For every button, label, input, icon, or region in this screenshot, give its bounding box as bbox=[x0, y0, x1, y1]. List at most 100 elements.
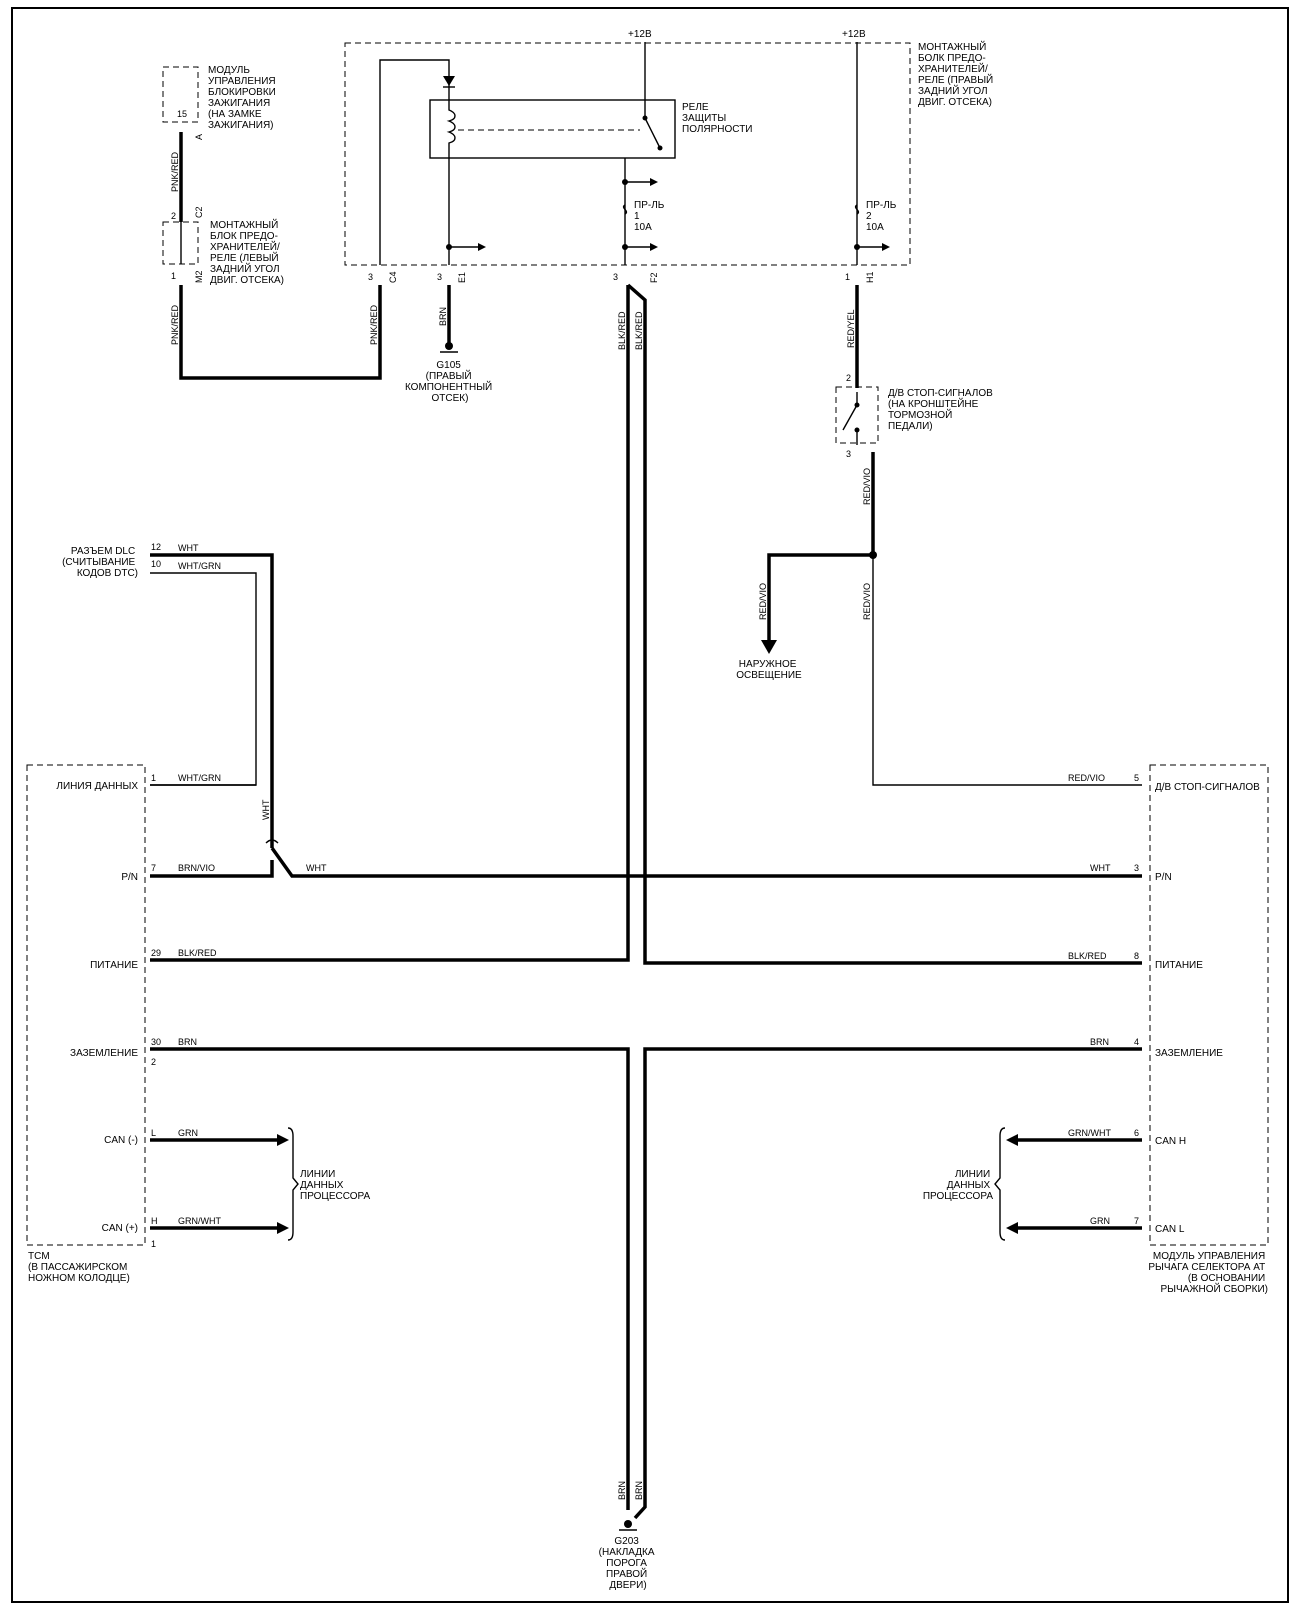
wire-brn-tcm-ground bbox=[150, 1047, 630, 1510]
wire-brn-g203-label-2: BRN bbox=[634, 1481, 644, 1500]
wire-dlc-whtgrn-label: WHT/GRN bbox=[178, 561, 221, 571]
arrow-fuse2 bbox=[882, 243, 890, 251]
g105-label: G105 (ПРАВЫЙ КОМПОНЕНТНЫЙ ОТСЕК) bbox=[405, 360, 495, 404]
plus12-left-label: +12В bbox=[628, 29, 652, 40]
proc-left-label: ЛИНИИ ДАННЫХ ПРОЦЕССОРА bbox=[300, 1169, 370, 1202]
wire-tcm-data-label: WHT/GRN bbox=[178, 773, 221, 783]
wire-pnkred-lower-label: PNK/RED bbox=[170, 304, 180, 345]
proc-left-brace bbox=[287, 1127, 299, 1241]
conn-c4: C4 bbox=[388, 271, 398, 283]
right-fuse-block-box bbox=[344, 42, 911, 266]
wire-can-l-label: GRN bbox=[1090, 1216, 1110, 1226]
wire-redvio-lights-label: RED/VIO bbox=[758, 583, 768, 620]
right-fuse-block-label: МОНТАЖНЫЙ БОЛК ПРЕДО- ХРАНИТЕЛЕЙ/ РЕЛЕ (… bbox=[918, 40, 996, 108]
selector-pin-8: 8 bbox=[1134, 951, 1139, 961]
wire-dlc-whtgrn bbox=[150, 572, 257, 786]
tcm-pin-label-data: ЛИНИЯ ДАННЫХ bbox=[56, 781, 138, 792]
ignition-module-box bbox=[162, 66, 199, 123]
wire-selector-ground-label: BRN bbox=[1090, 1037, 1109, 1047]
brake-switch-contact bbox=[842, 404, 858, 431]
tcm-pin-29: 29 bbox=[151, 948, 161, 958]
brake-switch-pin-top: 2 bbox=[846, 373, 851, 383]
tcm-pin-label-pn: P/N bbox=[121, 872, 138, 883]
wire-blkred-label-1: BLK/RED bbox=[617, 311, 627, 350]
selector-pin-7: 7 bbox=[1134, 1216, 1139, 1226]
selector-pin-label-power: ПИТАНИЕ bbox=[1155, 960, 1203, 971]
g203-label: G203 (НАКЛАДКА ПОРОГА ПРАВОЙ ДВЕРИ) bbox=[599, 1536, 658, 1591]
relay-label: РЕЛЕ ЗАЩИТЫ ПОЛЯРНОСТИ bbox=[682, 102, 753, 135]
wire-brnvio-label: BRN/VIO bbox=[178, 863, 215, 873]
fuse2-label: ПР-ЛЬ 2 10А bbox=[866, 200, 899, 233]
wire-redvio-selector-label: RED/VIO bbox=[1068, 773, 1105, 783]
wire-redvio-upper-label: RED/VIO bbox=[862, 468, 872, 505]
dlc-pin-12: 12 bbox=[151, 542, 161, 552]
fuse1-label: ПР-ЛЬ 1 10А bbox=[634, 200, 667, 233]
tcm-pin-label-power: ПИТАНИЕ bbox=[90, 960, 138, 971]
can-l-arrow-icon bbox=[1006, 1222, 1018, 1234]
brake-switch-pivot bbox=[854, 402, 860, 408]
selector-pin-label-brake: Д/В СТОП-СИГНАЛОВ bbox=[1155, 782, 1260, 793]
left-fuse-block-label: МОНТАЖНЫЙ БЛОК ПРЕДО- ХРАНИТЕЛЕЙ/ РЕЛЕ (… bbox=[210, 218, 284, 286]
wire-wht-pn-label-left: WHT bbox=[306, 863, 327, 873]
conn-f2: F2 bbox=[649, 272, 659, 283]
tcm-pin-label-can-minus: CAN (-) bbox=[104, 1135, 138, 1146]
conn-e1: E1 bbox=[457, 272, 467, 283]
selector-module-box bbox=[1149, 764, 1269, 1246]
ignition-module-label: МОДУЛЬ УПРАВЛЕНИЯ БЛОКИРОВКИ ЗАЖИГАНИЯ (… bbox=[208, 65, 279, 131]
relay-coil bbox=[446, 100, 456, 158]
tcm-pin-label-ground: ЗАЗЕМЛЕНИЕ bbox=[70, 1048, 138, 1059]
diode-feed bbox=[379, 59, 450, 265]
wire-selector-power-label: BLK/RED bbox=[1068, 951, 1107, 961]
selector-pin-5: 5 bbox=[1134, 773, 1139, 783]
fuse2-symbol bbox=[854, 204, 860, 215]
outer-frame bbox=[11, 7, 1289, 1603]
relay-switch-contact bbox=[644, 117, 661, 149]
wire-redvio-lower-label: RED/VIO bbox=[862, 583, 872, 620]
pin-e1: 3 bbox=[437, 272, 442, 282]
wire-wht-vertical-label: WHT bbox=[261, 799, 271, 820]
selector-pin-label-can-h: CAN H bbox=[1155, 1136, 1186, 1147]
left-block-pin-top: 2 bbox=[171, 211, 176, 221]
wire-pnkred-upper-label: PNK/RED bbox=[170, 151, 180, 192]
selector-pin-3: 3 bbox=[1134, 863, 1139, 873]
ignition-conn: A bbox=[194, 134, 204, 140]
relay-switch-pivot bbox=[642, 115, 648, 121]
proc-right-brace bbox=[994, 1127, 1006, 1241]
g203-ground-icon bbox=[624, 1520, 632, 1528]
brake-switch-pin-bottom: 3 bbox=[846, 449, 851, 459]
wire-brnvio bbox=[150, 860, 274, 878]
wire-wht-pn bbox=[270, 846, 1142, 878]
selector-pin-6: 6 bbox=[1134, 1128, 1139, 1138]
tcm-pin-30: 30 bbox=[151, 1037, 161, 1047]
can-plus-arrow-icon bbox=[277, 1222, 289, 1234]
arrow-e1 bbox=[478, 243, 486, 251]
left-block-conn-bottom: M2 bbox=[194, 270, 204, 283]
exterior-lights-arrow-icon bbox=[761, 640, 777, 654]
g105-ground-icon bbox=[445, 342, 453, 350]
pin-f2: 3 bbox=[613, 272, 618, 282]
wire-brn-g203-label-1: BRN bbox=[617, 1481, 627, 1500]
dlc-label: РАЗЪЕМ DLC (СЧИТЫВАНИЕ КОДОВ DTC) bbox=[62, 546, 138, 579]
tcm-box bbox=[26, 764, 146, 1246]
proc-right-label: ЛИНИИ ДАННЫХ ПРОЦЕССОРА bbox=[923, 1169, 993, 1202]
wire-tcm-ground-label: BRN bbox=[178, 1037, 197, 1047]
selector-pin-label-ground: ЗАЗЕМЛЕНИЕ bbox=[1155, 1048, 1223, 1059]
wire-dlc-wht-label: WHT bbox=[178, 543, 199, 553]
pin-c4: 3 bbox=[368, 272, 373, 282]
wire-wht-pn-label-right: WHT bbox=[1090, 863, 1111, 873]
selector-pin-label-pn: P/N bbox=[1155, 872, 1172, 883]
selector-module-label: МОДУЛЬ УПРАВЛЕНИЯ РЫЧАГА СЕЛЕКТОРА АТ (В… bbox=[1148, 1251, 1268, 1295]
wire-blkred-label-2: BLK/RED bbox=[634, 311, 644, 350]
tcm-label: TCM (В ПАССАЖИРСКОМ НОЖНОМ КОЛОДЦЕ) bbox=[28, 1251, 130, 1284]
wire-redvio-selector bbox=[872, 555, 1142, 786]
arrow-fuse1-bottom bbox=[650, 243, 658, 251]
left-block-pin-bottom: 1 bbox=[171, 271, 176, 281]
relay-switch-terminal bbox=[657, 145, 663, 151]
wire-brn-g105-label: BRN bbox=[438, 307, 448, 326]
dlc-pin-10: 10 bbox=[151, 559, 161, 569]
relay-box bbox=[429, 99, 676, 159]
tcm-pin-label-can-plus: CAN (+) bbox=[102, 1223, 138, 1234]
can-h-arrow-icon bbox=[1006, 1134, 1018, 1146]
wire-blkred-tcm bbox=[150, 285, 630, 962]
exterior-lights-label: НАРУЖНОЕ ОСВЕЩЕНИЕ bbox=[736, 659, 802, 681]
